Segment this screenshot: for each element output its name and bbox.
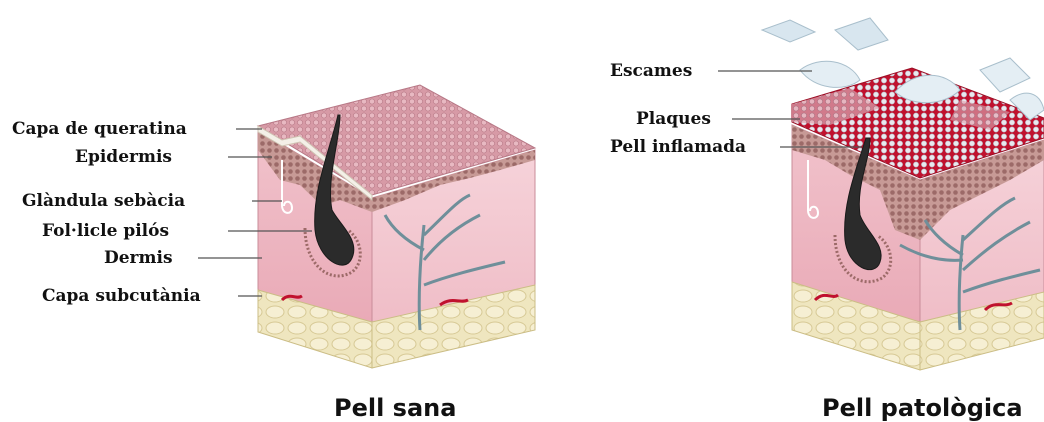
scale-flake <box>980 58 1030 92</box>
label-sebaceous-gland: Glàndula sebàcia <box>22 191 185 211</box>
caption-pathological-skin: Pell patològica <box>822 394 1023 422</box>
label-inflamed-skin: Pell inflamada <box>610 137 746 157</box>
label-hair-follicle: Fol·licle pilós <box>42 221 169 241</box>
label-dermis: Dermis <box>104 248 173 268</box>
scale-flake <box>800 61 860 87</box>
label-plaques: Plaques <box>636 109 711 129</box>
caption-healthy-skin: Pell sana <box>334 394 456 422</box>
scale-flake <box>835 18 888 50</box>
label-scales: Escames <box>610 61 692 81</box>
scale-flake <box>762 20 815 42</box>
label-keratin-layer: Capa de queratina <box>12 119 187 139</box>
label-subcutaneous-layer: Capa subcutània <box>42 286 201 306</box>
healthy-skin-illustration <box>258 85 535 368</box>
label-epidermis: Epidermis <box>75 147 172 167</box>
